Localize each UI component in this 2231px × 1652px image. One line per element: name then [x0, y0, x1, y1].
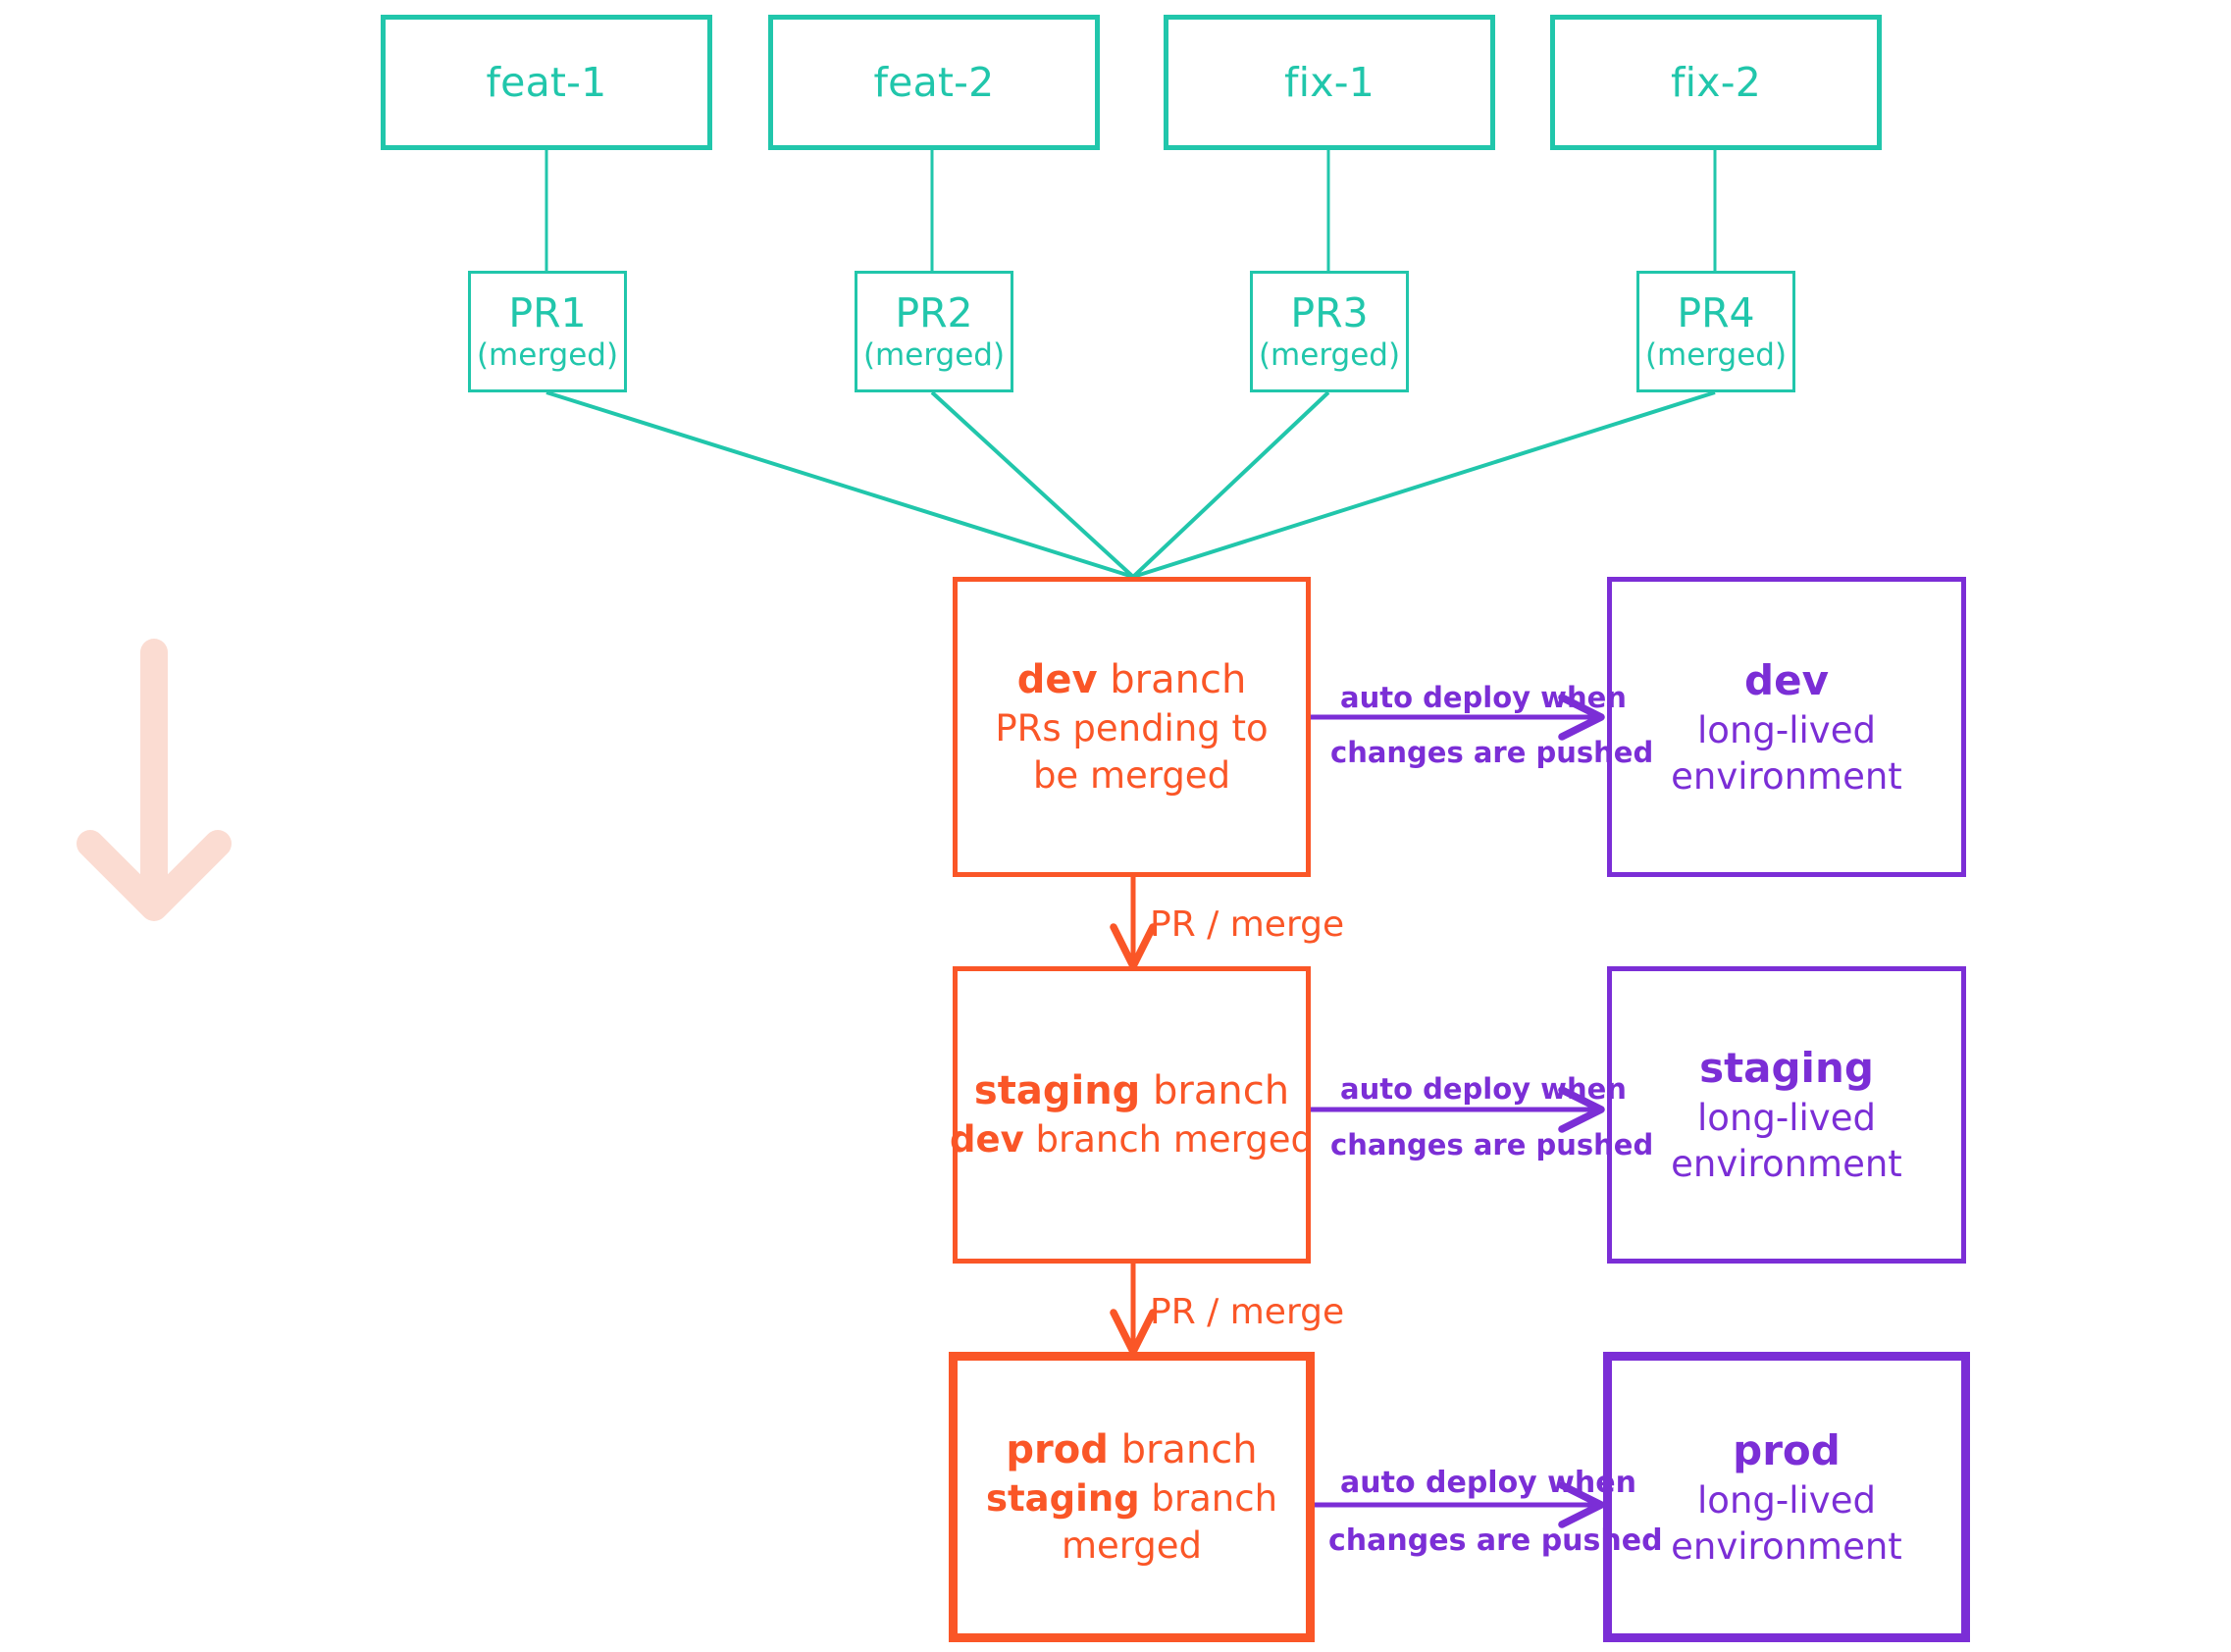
deploy-label-dev-below: changes are pushed: [1330, 736, 1654, 769]
branch-detail-text: PRs pending to be merged: [995, 706, 1269, 797]
branch-title: dev branch: [1017, 654, 1247, 705]
environment-line3: environment: [1671, 1143, 1902, 1186]
pr-status: (merged): [1644, 336, 1788, 373]
merge-label-dev-staging: PR / merge: [1150, 904, 1345, 945]
deploy-arrows: [1311, 694, 1605, 1528]
pr-status: (merged): [476, 336, 619, 373]
environment-line2: long-lived: [1697, 1478, 1876, 1522]
branch-title: staging branch: [974, 1065, 1289, 1116]
branch-suffix: branch: [1097, 656, 1247, 702]
branch-detail: dev branch merged: [950, 1116, 1314, 1163]
feature-branch-label: fix-1: [1284, 59, 1375, 106]
environment-line2: long-lived: [1697, 708, 1876, 751]
environment-line3: environment: [1671, 1524, 1902, 1568]
branch-box-dev[interactable]: dev branch PRs pending to be merged: [953, 577, 1311, 877]
pull-request-box-3[interactable]: PR3 (merged): [1250, 271, 1409, 392]
pull-request-box-1[interactable]: PR1 (merged): [468, 271, 627, 392]
feature-branch-label: fix-2: [1671, 59, 1761, 106]
branch-name: prod: [1006, 1426, 1109, 1472]
pr-title: PR3: [1290, 288, 1369, 336]
branch-name: staging: [973, 1068, 1141, 1114]
branch-title: prod branch: [1006, 1424, 1257, 1475]
branch-box-prod[interactable]: prod branch staging branch merged: [949, 1352, 1315, 1642]
branch-box-staging[interactable]: staging branch dev branch merged: [950, 966, 1314, 1264]
branch-detail: PRs pending to be merged: [970, 705, 1294, 800]
deploy-label-prod-above: auto deploy when: [1340, 1466, 1636, 1500]
branch-name: dev: [1016, 656, 1098, 702]
branch-detail-bold: dev: [950, 1118, 1024, 1162]
pr-title: PR2: [895, 288, 973, 336]
pr-title: PR4: [1677, 288, 1755, 336]
pr-title: PR1: [508, 288, 587, 336]
branch-detail-bold: staging: [985, 1476, 1140, 1520]
deploy-label-staging-above: auto deploy when: [1340, 1072, 1627, 1106]
pull-request-box-4[interactable]: PR4 (merged): [1636, 271, 1795, 392]
environment-box-staging[interactable]: staging long-lived environment: [1607, 966, 1966, 1264]
environment-line2: long-lived: [1697, 1097, 1876, 1140]
pr-status: (merged): [862, 336, 1006, 373]
environment-name: dev: [1744, 655, 1829, 704]
feature-branch-label: feat-2: [873, 59, 995, 106]
deploy-label-dev-above: auto deploy when: [1340, 681, 1627, 714]
branch-detail-text: branch merged: [1061, 1476, 1278, 1567]
branch-suffix: branch: [1108, 1426, 1258, 1472]
branch-detail: staging branch merged: [970, 1475, 1294, 1570]
environment-box-dev[interactable]: dev long-lived environment: [1607, 577, 1966, 877]
feature-branch-label: feat-1: [486, 59, 607, 106]
environment-line3: environment: [1671, 754, 1902, 798]
environment-name: prod: [1733, 1425, 1841, 1474]
pull-request-box-2[interactable]: PR2 (merged): [855, 271, 1013, 392]
feature-branch-box-3[interactable]: fix-1: [1164, 15, 1495, 150]
deploy-label-prod-below: changes are pushed: [1328, 1523, 1663, 1558]
pr-status: (merged): [1258, 336, 1401, 373]
feature-to-pr-lines: [545, 150, 1717, 271]
feature-branch-box-1[interactable]: feat-1: [381, 15, 712, 150]
environment-name: staging: [1699, 1044, 1874, 1093]
feature-branch-box-2[interactable]: feat-2: [768, 15, 1100, 150]
environment-box-prod[interactable]: prod long-lived environment: [1603, 1352, 1970, 1642]
feature-branch-box-4[interactable]: fix-2: [1550, 15, 1882, 150]
merge-label-staging-prod: PR / merge: [1150, 1292, 1345, 1332]
flow-direction-arrow: [77, 639, 232, 921]
branch-detail-text: branch merged: [1023, 1118, 1314, 1162]
deploy-label-staging-below: changes are pushed: [1330, 1128, 1654, 1162]
branch-suffix: branch: [1140, 1068, 1290, 1114]
pr-to-dev-lines: [545, 390, 1716, 579]
